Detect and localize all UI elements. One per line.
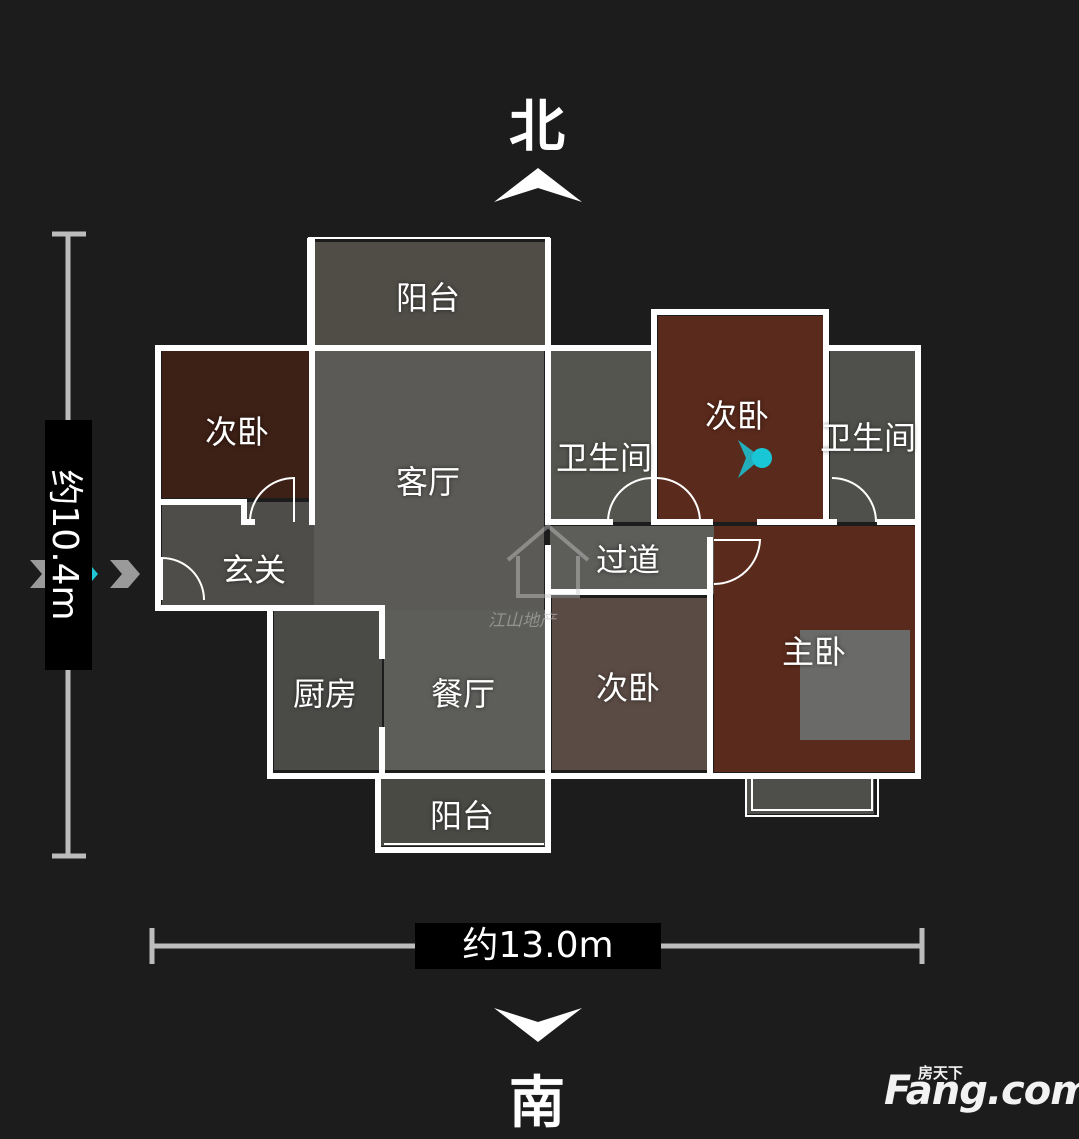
bedroom-s-floor [552, 598, 708, 770]
room-label-kitchen: 厨房 [292, 675, 358, 713]
bathroom-2-floor [830, 350, 916, 522]
master-bedroom-furniture [800, 630, 910, 740]
room-label-bedroom-s: 次卧 [595, 669, 661, 707]
room-label-bedroom-nw: 次卧 [204, 413, 270, 451]
walls [155, 239, 921, 853]
bathroom-1-floor [550, 350, 654, 522]
balcony-north-floor [312, 242, 548, 348]
doors [161, 476, 877, 601]
dining-room-floor [384, 610, 548, 770]
room-label-entrance: 玄关 [221, 551, 287, 589]
brand-chinese-name: 房天下 [918, 1064, 964, 1082]
room-label-living-room: 客厅 [395, 463, 461, 501]
height-dimension-label-box [45, 420, 92, 670]
bedroom-ne-floor [658, 316, 826, 522]
width-dimension-label: 约13.0m [415, 923, 661, 969]
living-room-floor [314, 350, 544, 610]
balcony-south-floor [378, 774, 546, 846]
room-label-balcony-north: 阳台 [395, 279, 461, 317]
brand-name: Fang.com [884, 1068, 1079, 1114]
viewer-direction-icon [738, 440, 762, 478]
corridor-floor [550, 526, 714, 594]
room-label-bathroom-2: 卫生间 [819, 419, 917, 457]
room-label-corridor: 过道 [595, 541, 661, 579]
bay-window-floor [746, 774, 874, 814]
north-label: 北 [509, 95, 565, 160]
room-label-dining-room: 餐厅 [430, 675, 496, 713]
entrance-floor [162, 502, 314, 606]
south-arrow-icon [494, 1008, 582, 1042]
height-dimension-label: 约10.4m [44, 469, 85, 621]
watermark-house-icon [506, 523, 590, 598]
bedroom-nw-floor [162, 350, 312, 498]
windows [307, 237, 879, 845]
north-arrow-icon [494, 168, 582, 202]
room-label-master-bedroom: 主卧 [781, 633, 847, 671]
room-label-bathroom-1: 卫生间 [555, 439, 653, 477]
watermark-text: 江山地产 [488, 611, 556, 631]
height-dimension-line [52, 231, 86, 859]
width-dimension-line [149, 928, 925, 964]
room-label-balcony-south: 阳台 [429, 797, 495, 835]
fang-com-logo: Fang.com 房天下 [884, 1062, 1079, 1118]
room-label-bedroom-ne: 次卧 [704, 397, 770, 435]
south-label: 南 [509, 1071, 565, 1136]
kitchen-floor [274, 610, 382, 770]
viewer-position-marker-icon [752, 448, 772, 468]
